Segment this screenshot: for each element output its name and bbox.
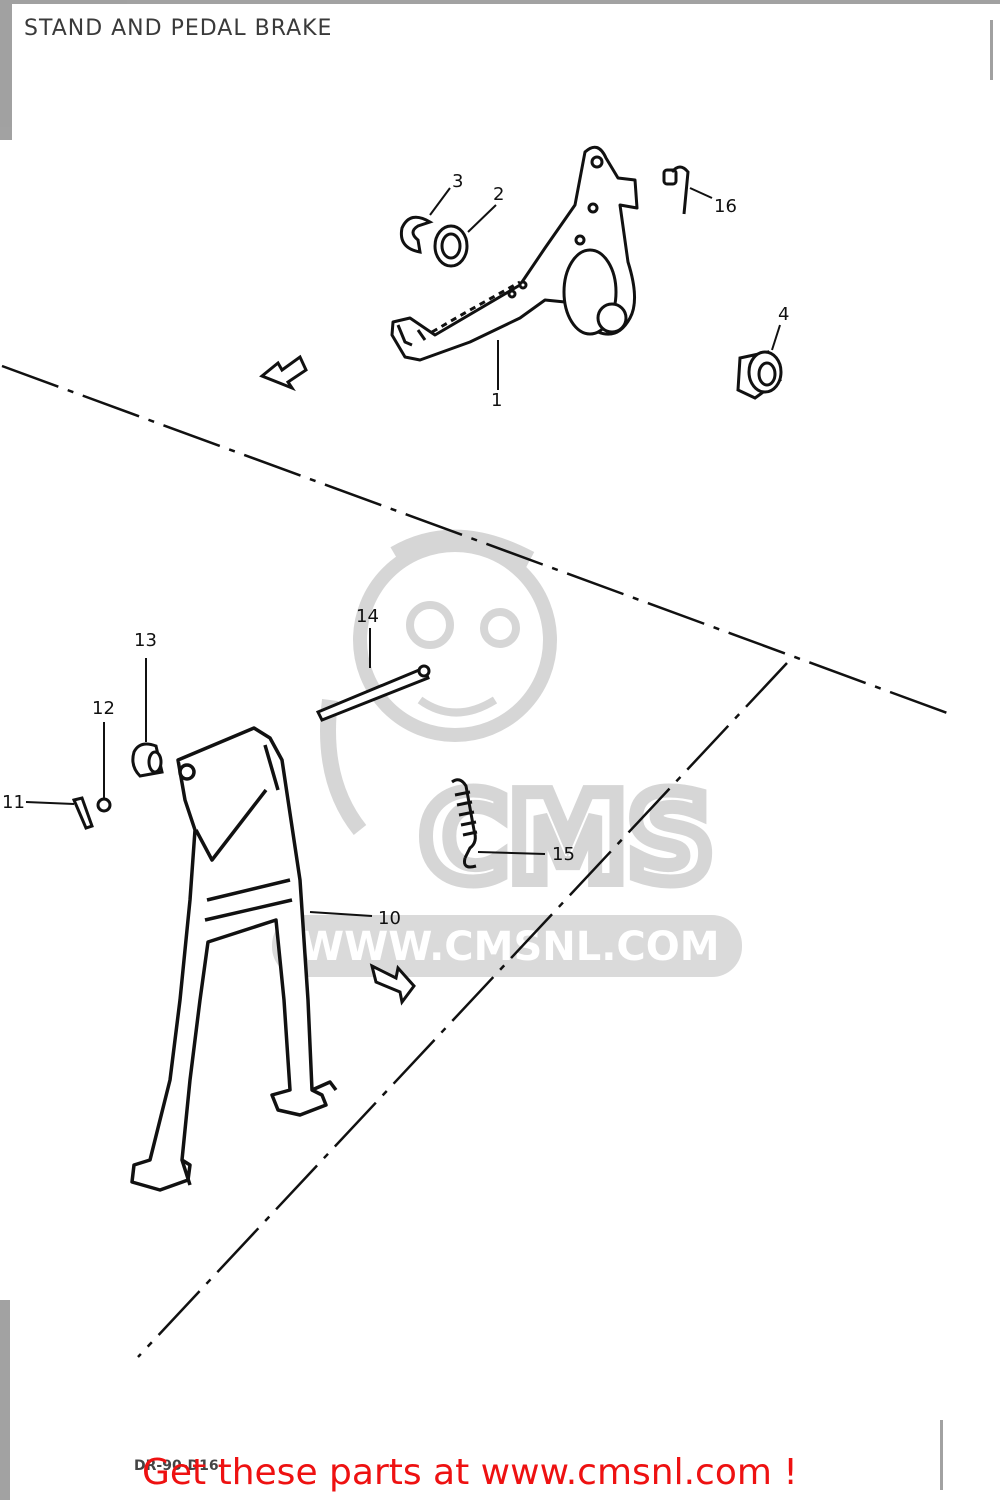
- circlip-part: [399, 215, 434, 254]
- part-label-4: 4: [778, 304, 789, 325]
- watermark-url-banner: [272, 915, 742, 977]
- part-labels: 1 2 3 4 10 11 12 13 14 15 16: [2, 171, 789, 929]
- part-label-16: 16: [714, 196, 737, 217]
- part-label-14: 14: [356, 606, 379, 627]
- cms-watermark: CMS WWW.CMSNL.COM: [272, 529, 742, 977]
- washer-part: [433, 224, 469, 268]
- diagram-reference-code: DR-90-D16: [134, 1458, 219, 1474]
- cms-watermark-text: CMS: [420, 770, 714, 909]
- watermark-url: WWW.CMSNL.COM: [300, 924, 720, 970]
- washer-small-part: [96, 797, 112, 813]
- brake-pedal-part: [390, 145, 639, 362]
- part-label-10: 10: [378, 908, 401, 929]
- part-label-2: 2: [493, 184, 504, 205]
- part-label-11: 11: [2, 792, 25, 813]
- page-title: STAND AND PEDAL BRAKE: [24, 16, 333, 41]
- front-arrow-icon: [259, 354, 308, 392]
- leader-lines: [25, 187, 781, 917]
- bushing-part: [736, 350, 783, 400]
- divider-lines: [1, 364, 951, 1358]
- lower-divider-line: [137, 662, 788, 1358]
- stand-shaft-part: [315, 664, 431, 722]
- upper-divider-line: [1, 364, 951, 716]
- part-label-12: 12: [92, 698, 115, 719]
- center-stand-part: [130, 726, 338, 1192]
- spacer-part: [131, 742, 164, 778]
- part-label-13: 13: [134, 630, 157, 651]
- part-label-1: 1: [491, 390, 502, 411]
- cotter-pin-part: [662, 165, 690, 215]
- footer-parts-link[interactable]: Get these parts at www.cmsnl.com !: [142, 1452, 798, 1493]
- part-label-15: 15: [552, 844, 575, 865]
- part-label-3: 3: [452, 171, 463, 192]
- spring-part: [451, 778, 478, 869]
- front-arrow-lower-icon: [369, 963, 416, 1006]
- pin-part: [71, 796, 94, 830]
